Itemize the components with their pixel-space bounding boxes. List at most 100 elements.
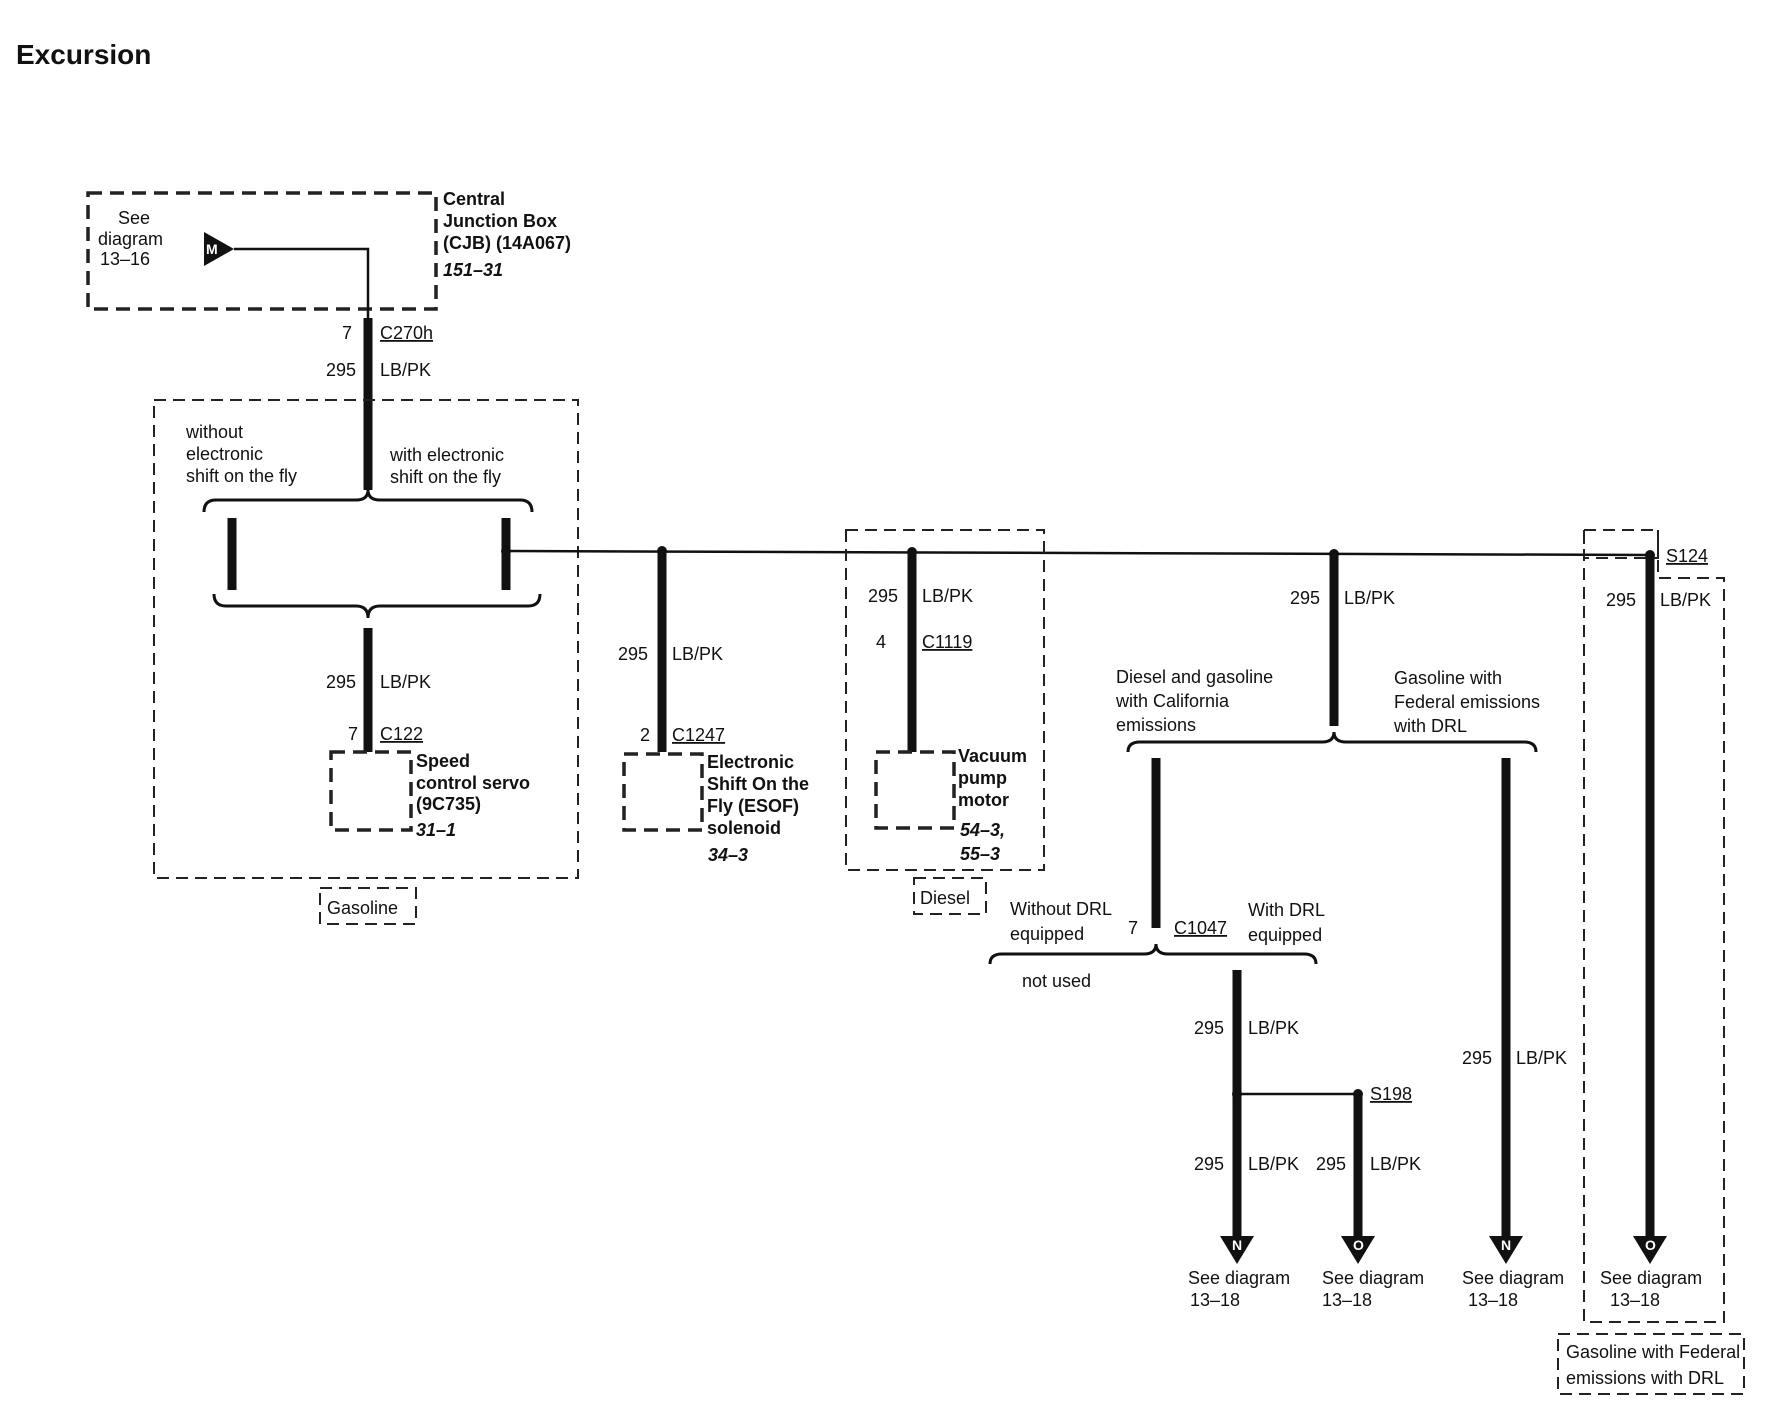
fed-option-line1: Gasoline with [1394,668,1502,688]
option-brace-bottom [212,593,542,619]
output-4-see[interactable]: See diagram [1600,1268,1702,1288]
esof-label-line3: Fly (ESOF) [707,796,799,816]
without-drl-line1: Without DRL [1010,899,1112,919]
gasoline-group-box [153,399,579,879]
cjb-name-line3: (CJB) (14A067) [443,233,571,253]
wire-circuit-6: 295 [1194,1018,1224,1038]
ca-option-line2: with California [1115,691,1230,711]
fed-option-line2: Federal emissions [1394,692,1540,712]
fed-drl-tag-box [1557,1333,1745,1395]
cjb-name-line2: Junction Box [443,211,557,231]
esof-component-box [622,752,704,832]
wire-circuit-5: 295 [1290,588,1320,608]
c1119-name: C1119 [922,632,972,652]
output-2-ref: 13–18 [1322,1290,1372,1310]
vacuum-component-box [874,750,956,830]
output-1-ref: 13–18 [1190,1290,1240,1310]
s124-label: S124 [1666,546,1708,566]
servo-label-line2: control servo [416,773,530,793]
output-arrow-2-icon [1341,1236,1375,1264]
gasoline-tag: Gasoline [327,898,398,918]
c1047-pin: 7 [1128,918,1138,938]
c1047-name: C1047 [1174,918,1227,938]
s198-label: S198 [1370,1084,1412,1104]
c122-pin: 7 [348,724,358,744]
cjb-internal-wire [234,247,370,320]
gasoline-tag-box [319,887,417,925]
vacuum-label-line2: pump [958,768,1007,788]
esof-page-ref: 34–3 [708,845,748,865]
output-arrow-3-letter: N [1501,1237,1511,1253]
wire-color-1: LB/PK [380,360,431,380]
cjb-see-diagram: diagram [98,229,163,249]
wire-circuit-3: 295 [618,644,648,664]
output-3-see[interactable]: See diagram [1462,1268,1564,1288]
wire-circuit-2: 295 [326,672,356,692]
c122-name: C122 [380,724,423,744]
output-arrow-1-letter: N [1232,1237,1242,1253]
esof-label-line1: Electronic [707,752,794,772]
c270h-name: C270h [380,323,433,343]
ca-option-line3: emissions [1116,715,1196,735]
wire-color-3: LB/PK [672,644,723,664]
cjb-see: See [118,208,150,228]
servo-label-line1: Speed [416,751,470,771]
output-4-ref: 13–18 [1610,1290,1660,1310]
output-arrow-4-icon [1633,1236,1667,1264]
vacuum-page-ref-1: 54–3, [960,820,1005,840]
wire-color-10: LB/PK [1660,590,1711,610]
wire-color-8: LB/PK [1370,1154,1421,1174]
diesel-tag-box [913,877,987,915]
output-1-see[interactable]: See diagram [1188,1268,1290,1288]
page-title: Excursion [16,39,151,70]
cjb-diagram-ref: 13–16 [100,249,150,269]
without-esof-line3: shift on the fly [186,466,297,486]
diesel-tag: Diesel [920,888,970,908]
fed-drl-group-box [1583,530,1725,1323]
cjb-pin-letter: M [206,241,218,257]
without-esof-line1: without [185,422,243,442]
output-arrow-3-icon [1489,1236,1523,1264]
cjb-page-ref: 151–31 [443,260,503,280]
with-esof-line2: shift on the fly [390,467,501,487]
servo-page-ref: 31–1 [416,820,456,840]
output-3-ref: 13–18 [1468,1290,1518,1310]
c1247-name: C1247 [672,725,725,745]
c270h-pin: 7 [342,323,352,343]
wire-circuit-4: 295 [868,586,898,606]
wire-circuit-9: 295 [1462,1048,1492,1068]
not-used-label: not used [1022,971,1091,991]
wire-circuit-1: 295 [326,360,356,380]
with-drl-line2: equipped [1248,925,1322,945]
vacuum-label-line3: motor [958,790,1009,810]
wire-color-9: LB/PK [1516,1048,1567,1068]
without-esof-line2: electronic [186,444,263,464]
wire-color-7: LB/PK [1248,1154,1299,1174]
wire-circuit-8: 295 [1316,1154,1346,1174]
fed-drl-tag-line1: Gasoline with Federal [1566,1342,1740,1362]
cjb-box [86,191,438,311]
cjb-name-line1: Central [443,189,505,209]
esof-label-line4: solenoid [707,818,781,838]
with-drl-line1: With DRL [1248,900,1325,920]
output-2-see[interactable]: See diagram [1322,1268,1424,1288]
servo-component-box [329,750,413,832]
drl-brace [988,943,1318,965]
cjb-pin-icon [204,232,234,266]
wire-color-6: LB/PK [1248,1018,1299,1038]
wire-circuit-7: 295 [1194,1154,1224,1174]
c1247-pin: 2 [640,725,650,745]
wire-color-4: LB/PK [922,586,973,606]
output-arrow-1-icon [1220,1236,1254,1264]
c1119-pin: 4 [876,632,886,652]
with-esof-line1: with electronic [389,445,504,465]
output-arrow-4-letter: O [1645,1237,1656,1253]
servo-label-line3: (9C735) [416,794,481,814]
fed-drl-tag-line2: emissions with DRL [1566,1368,1724,1388]
wire-color-2: LB/PK [380,672,431,692]
vacuum-page-ref-2: 55–3 [960,844,1000,864]
wire-circuit-10: 295 [1606,590,1636,610]
output-arrow-2-letter: O [1353,1237,1364,1253]
ca-option-line1: Diesel and gasoline [1116,667,1273,687]
